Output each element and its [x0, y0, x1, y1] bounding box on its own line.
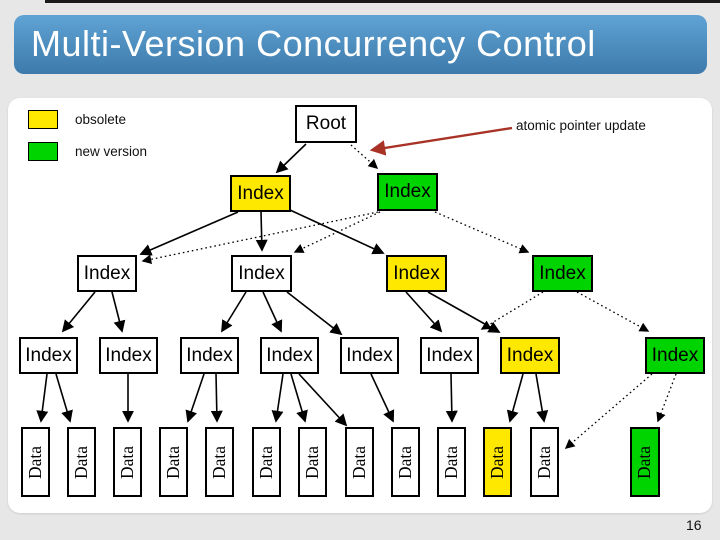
- node-index: Index: [260, 337, 319, 374]
- node-label: Data: [71, 445, 92, 479]
- node-data: Data: [630, 427, 660, 497]
- node-label: Index: [83, 262, 131, 284]
- legend-swatch-new: [28, 141, 58, 161]
- node-label: Index: [266, 344, 313, 366]
- slide-title-bar: Multi-Version Concurrency Control: [14, 15, 707, 74]
- node-label: Index: [346, 344, 393, 366]
- node-label: Data: [349, 445, 370, 479]
- node-index: Index: [386, 255, 447, 292]
- node-label: Root: [305, 113, 347, 134]
- node-index: Index: [19, 337, 78, 374]
- node-label: Data: [634, 445, 655, 479]
- node-label: Index: [105, 344, 152, 366]
- node-index: Index: [231, 255, 292, 292]
- node-index: Index: [77, 255, 137, 292]
- node-data: Data: [252, 427, 281, 497]
- legend-swatch-obsolete: [28, 109, 58, 129]
- node-label: Data: [209, 445, 230, 479]
- node-label: Index: [651, 344, 699, 366]
- node-data: Data: [159, 427, 188, 497]
- node-index: Index: [180, 337, 239, 374]
- node-label: Index: [539, 262, 586, 284]
- node-root: Root: [295, 105, 357, 143]
- node-label: Data: [534, 445, 555, 479]
- node-label: Data: [487, 445, 508, 479]
- node-label: Data: [395, 445, 416, 479]
- node-label: Index: [186, 344, 233, 366]
- node-index: Index: [99, 337, 158, 374]
- node-data: Data: [345, 427, 374, 497]
- node-label: Index: [384, 181, 431, 202]
- node-index: Index: [645, 337, 705, 374]
- node-data: Data: [205, 427, 234, 497]
- node-label: Index: [237, 182, 284, 204]
- node-data: Data: [391, 427, 420, 497]
- slide-title: Multi-Version Concurrency Control: [31, 23, 596, 64]
- node-index: Index: [500, 337, 560, 374]
- legend-item: obsolete: [28, 109, 147, 129]
- legend-label: obsolete: [75, 111, 127, 127]
- node-data: Data: [113, 427, 142, 497]
- node-index: Index: [377, 173, 438, 211]
- node-label: Index: [506, 344, 554, 366]
- node-label: Data: [302, 445, 323, 479]
- node-index: Index: [230, 175, 291, 212]
- node-label: Data: [441, 445, 462, 479]
- node-data: Data: [298, 427, 327, 497]
- page-number: 16: [686, 517, 702, 533]
- node-label: Index: [25, 344, 72, 366]
- legend: obsolete new version: [28, 109, 147, 173]
- node-index: Index: [532, 255, 593, 292]
- node-label: Data: [163, 445, 184, 479]
- node-label: Data: [256, 445, 277, 479]
- node-index: Index: [420, 337, 479, 374]
- node-label: Data: [25, 445, 46, 479]
- node-label: Index: [426, 344, 473, 366]
- node-label: Index: [238, 262, 285, 284]
- node-data: Data: [437, 427, 466, 497]
- node-index: Index: [340, 337, 399, 374]
- node-label: Data: [117, 445, 138, 479]
- legend-label: new version: [75, 143, 148, 159]
- slide-top-border: [45, 0, 720, 3]
- node-data: Data: [21, 427, 50, 497]
- annotation-label: atomic pointer update: [516, 118, 646, 133]
- legend-item: new version: [28, 141, 147, 161]
- node-data: Data: [67, 427, 96, 497]
- node-label: Index: [393, 262, 440, 284]
- node-data: Data: [483, 427, 512, 497]
- node-data: Data: [530, 427, 559, 497]
